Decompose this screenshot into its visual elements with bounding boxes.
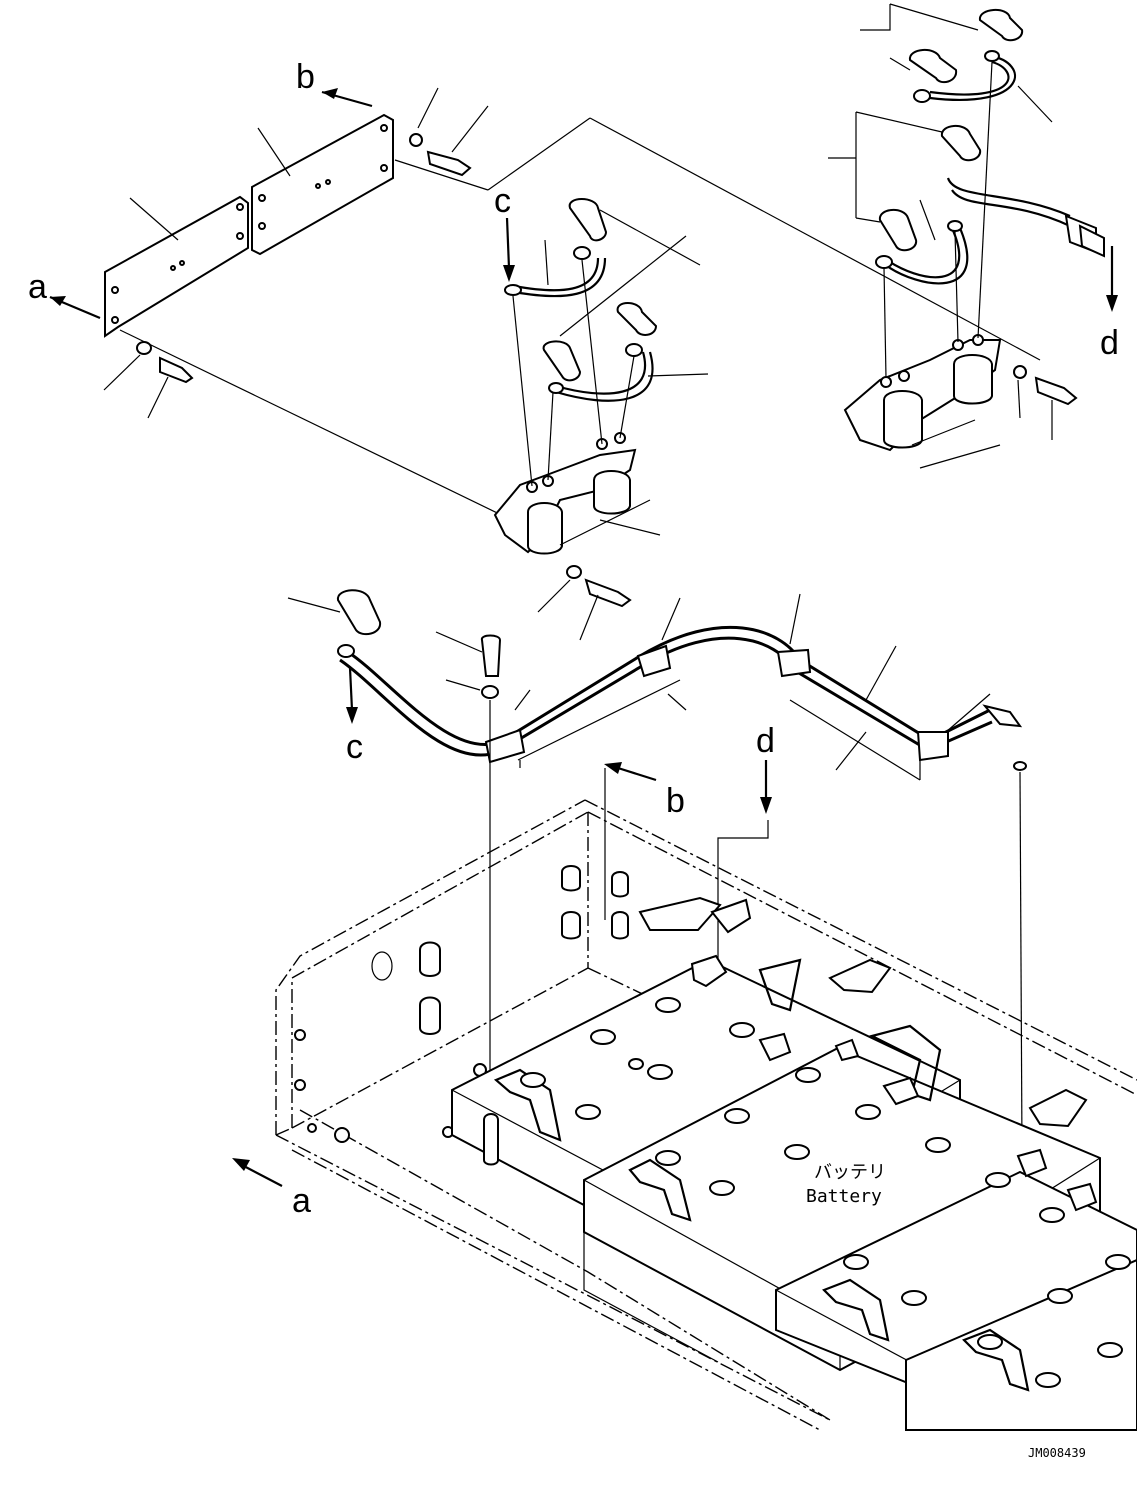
label-b-bottom: b: [666, 782, 685, 820]
label-c-top: c: [494, 182, 511, 220]
assembly-connection-lines: [119, 117, 1041, 525]
main-cable-harness: [287, 589, 1027, 1151]
relay-assembly-right: [828, 3, 1118, 469]
label-a-top: a: [28, 268, 47, 306]
batteries: [451, 954, 1137, 1431]
callout-labels: a b c d c b d a バッテリ Battery JM008439: [28, 58, 1119, 1460]
label-c-bottom: c: [346, 728, 363, 766]
label-b-top: b: [296, 58, 315, 96]
drawing-code: JM008439: [1028, 1446, 1086, 1460]
battery-label-jp: バッテリ: [814, 1162, 886, 1183]
label-d-top: d: [1100, 324, 1119, 362]
battery-box-frame: [232, 799, 1137, 1431]
label-d-bottom: d: [756, 722, 775, 760]
label-a-bottom: a: [292, 1182, 311, 1220]
relay-assembly-center: [493, 198, 709, 641]
battery-label-en: Battery: [806, 1186, 882, 1207]
cover-plates: [49, 87, 489, 419]
